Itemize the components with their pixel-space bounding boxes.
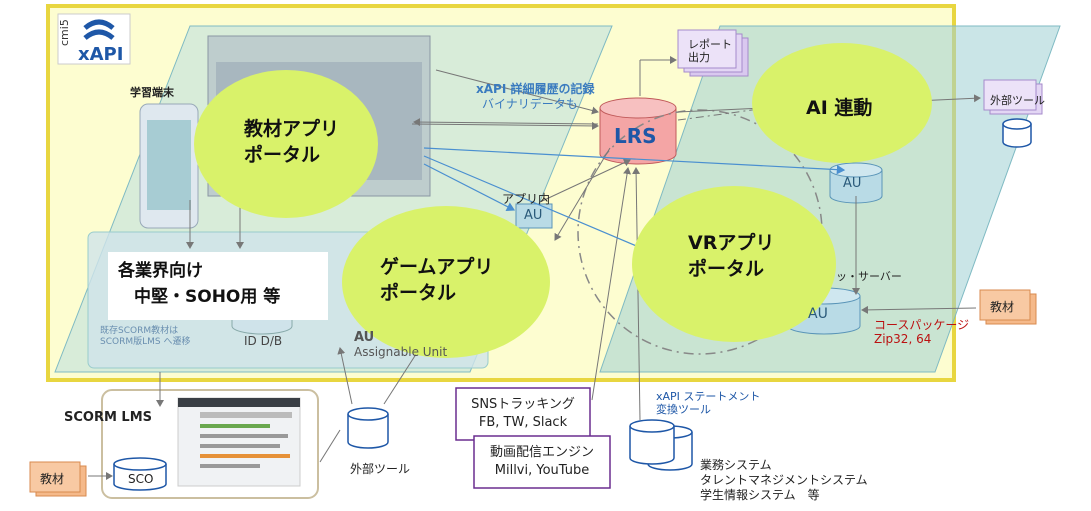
report-stack <box>677 29 749 77</box>
vr-line2: ポータル <box>688 258 765 280</box>
kyozai-line1: 教材アプリ <box>244 118 340 140</box>
bubble-ai <box>752 43 932 163</box>
ext-tool-right-label: 外部ツール <box>990 94 1045 107</box>
xapi-detail-line2: バイナリデータも <box>482 97 578 111</box>
video-line2: Millvi, YouTube <box>494 463 590 478</box>
lrs-cylinder <box>599 97 677 165</box>
scorm-lms-label: SCORM LMS <box>64 410 153 425</box>
kyozai-stack-right <box>979 289 1037 325</box>
content-server-label: ッ・サーバー <box>836 270 902 283</box>
au-right-top-label: AU <box>843 176 862 191</box>
industry-line2: 中堅・SOHO用 等 <box>134 287 281 307</box>
id-db-label: ID D/B <box>244 334 283 348</box>
vr-line1: VRアプリ <box>688 232 775 254</box>
au-right-bottom-label: AU <box>808 306 828 322</box>
dashdot-link <box>677 99 821 121</box>
video-box-text: 動画配信エンジン Millvi, YouTube <box>476 444 608 480</box>
business-line3: 学生情報システム 等 <box>700 488 820 502</box>
xapi-detail-line1: xAPI 詳細履歴の記録 <box>476 82 595 96</box>
game-line1: ゲームアプリ <box>380 256 494 278</box>
course-package-label: コースパッケージ Zip32, 64 <box>874 318 969 346</box>
app-inside-label: アプリ内 <box>502 192 551 206</box>
terminal-label: 学習端末 <box>130 86 174 99</box>
scorm-migrate-label: 既存SCORM教材は SCORM版LMS へ遷移 <box>100 326 190 348</box>
bubble-vr-app <box>632 186 836 342</box>
logo-xapi: xAPI <box>78 44 124 65</box>
game-line2: ポータル <box>380 282 457 304</box>
ext-db-bottom <box>347 407 389 449</box>
bubble-ai-text: AI 連動 <box>806 97 873 119</box>
au-sub-label: Assignable Unit <box>354 345 448 359</box>
report-line2: 出力 <box>688 51 710 64</box>
bubble-vr-text: VRアプリ ポータル <box>688 230 774 282</box>
ext-tool-right-stack <box>983 79 1043 115</box>
course-pkg-line1: コースパッケージ <box>874 318 970 332</box>
xapi-detail-label: xAPI 詳細履歴の記録 バイナリデータも <box>476 82 594 112</box>
business-line2: タレントマネジメントシステム <box>700 473 868 487</box>
xapi-conv-line1: xAPI ステートメント <box>656 390 761 403</box>
kyozai-right-label: 教材 <box>990 300 1015 314</box>
business-db <box>629 419 693 471</box>
au-app-label: AU <box>524 208 543 223</box>
industry-line1: 各業界向け <box>118 261 203 281</box>
report-line1: レポート <box>688 38 732 51</box>
bubble-kyozai-text: 教材アプリ ポータル <box>244 116 339 168</box>
scorm-migrate-line1: 既存SCORM教材は <box>100 326 179 336</box>
xapi-conv-label: xAPI ステートメント 変換ツール <box>656 390 760 416</box>
bubble-game-app <box>342 206 550 358</box>
logo-cmi5: cmi5 <box>58 19 71 46</box>
industry-label: 各業界向け 中堅・SOHO用 等 <box>118 258 280 310</box>
course-pkg-line2: Zip32, 64 <box>874 332 932 346</box>
kyozai-left-label: 教材 <box>40 472 65 486</box>
xapi-conv-line2: 変換ツール <box>656 403 711 416</box>
bubble-game-text: ゲームアプリ ポータル <box>380 254 493 306</box>
sns-line1: SNSトラッキング <box>471 397 575 412</box>
business-label: 業務システム タレントマネジメントシステム 学生情報システム 等 <box>700 458 868 503</box>
lms-screenshot <box>177 397 301 487</box>
sco-cylinder <box>113 457 167 491</box>
industry-box <box>108 252 328 320</box>
kyozai-line2: ポータル <box>244 144 321 166</box>
kyozai-stack-left <box>29 461 87 497</box>
video-line1: 動画配信エンジン <box>489 445 594 460</box>
lrs-label: LRS <box>614 124 657 148</box>
ext-db-right <box>1002 118 1032 148</box>
sns-box-text: SNSトラッキング FB, TW, Slack <box>458 396 588 432</box>
au-title-label: AU <box>354 330 375 345</box>
business-line1: 業務システム <box>700 458 772 472</box>
sco-label: SCO <box>128 472 154 486</box>
bubble-kyozai-app <box>194 70 378 218</box>
sns-line2: FB, TW, Slack <box>478 415 568 430</box>
report-label: レポート 出力 <box>688 38 732 64</box>
ext-tool-bottom-label: 外部ツール <box>350 462 411 476</box>
scorm-migrate-line2: SCORM版LMS へ遷移 <box>100 337 191 347</box>
